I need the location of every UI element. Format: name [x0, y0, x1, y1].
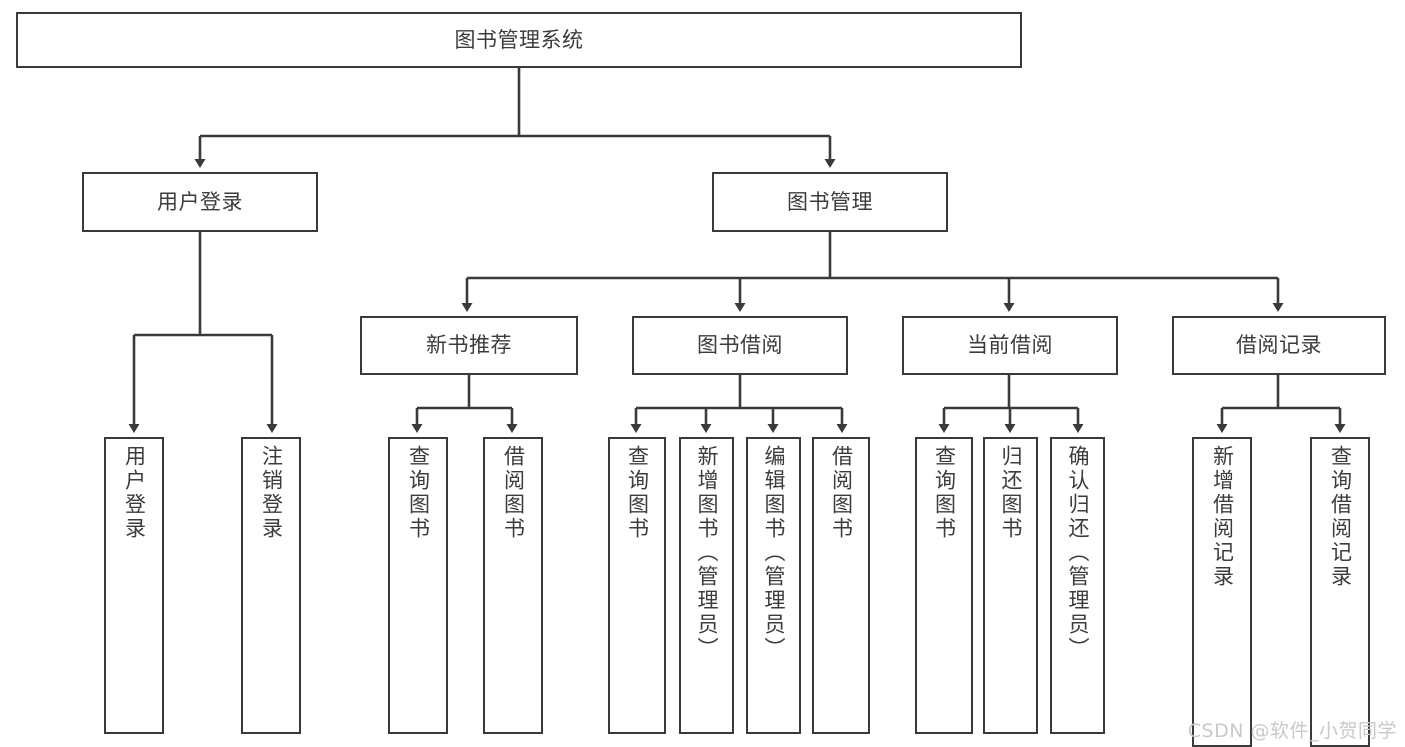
node-new-book-recommend-label: 新书推荐	[426, 333, 512, 358]
node-current-borrow[interactable]: 当前借阅	[902, 316, 1118, 375]
node-leaf-return-book[interactable]: 归还图书	[983, 437, 1038, 734]
node-book-borrow-label: 图书借阅	[697, 333, 783, 358]
node-leaf-logout-label: 注销登录	[259, 445, 284, 541]
node-new-book-recommend[interactable]: 新书推荐	[360, 316, 578, 375]
node-leaf-query-book-2-label: 查询图书	[625, 445, 650, 541]
node-leaf-user-login[interactable]: 用户登录	[104, 437, 164, 734]
node-leaf-query-book-1[interactable]: 查询图书	[388, 437, 448, 734]
node-current-borrow-label: 当前借阅	[967, 333, 1053, 358]
node-leaf-query-record-label: 查询借阅记录	[1328, 445, 1353, 589]
node-leaf-query-book-1-label: 查询图书	[406, 445, 431, 541]
node-user-login-label: 用户登录	[157, 189, 243, 214]
node-leaf-query-book-3-label: 查询图书	[932, 445, 957, 541]
node-leaf-add-record-label: 新增借阅记录	[1210, 445, 1235, 589]
node-leaf-edit-book[interactable]: 编辑图书（管理员）	[746, 437, 801, 734]
node-leaf-return-book-label: 归还图书	[999, 445, 1023, 541]
node-leaf-query-book-2[interactable]: 查询图书	[608, 437, 666, 734]
node-borrow-record[interactable]: 借阅记录	[1172, 316, 1386, 375]
node-leaf-query-record[interactable]: 查询借阅记录	[1310, 437, 1370, 747]
node-leaf-add-book-label: 新增图书（管理员）	[695, 445, 719, 661]
node-user-login[interactable]: 用户登录	[82, 172, 318, 232]
node-leaf-user-login-label: 用户登录	[122, 445, 147, 541]
node-book-manage-label: 图书管理	[787, 189, 873, 214]
node-leaf-borrow-book-1-label: 借阅图书	[501, 445, 526, 541]
node-borrow-record-label: 借阅记录	[1236, 333, 1322, 358]
node-leaf-add-book[interactable]: 新增图书（管理员）	[679, 437, 734, 734]
node-root-label: 图书管理系统	[454, 27, 584, 52]
node-leaf-borrow-book-1[interactable]: 借阅图书	[483, 437, 543, 734]
node-leaf-edit-book-label: 编辑图书（管理员）	[762, 445, 786, 661]
node-leaf-confirm-return-label: 确认归还（管理员）	[1066, 445, 1090, 661]
node-leaf-borrow-book-2-label: 借阅图书	[829, 445, 854, 541]
node-book-borrow[interactable]: 图书借阅	[632, 316, 848, 375]
node-book-manage[interactable]: 图书管理	[712, 172, 948, 232]
node-leaf-confirm-return[interactable]: 确认归还（管理员）	[1050, 437, 1105, 734]
node-leaf-borrow-book-2[interactable]: 借阅图书	[812, 437, 870, 734]
node-leaf-query-book-3[interactable]: 查询图书	[915, 437, 973, 734]
node-root[interactable]: 图书管理系统	[16, 12, 1022, 68]
node-leaf-add-record[interactable]: 新增借阅记录	[1192, 437, 1252, 747]
node-leaf-logout[interactable]: 注销登录	[241, 437, 301, 734]
